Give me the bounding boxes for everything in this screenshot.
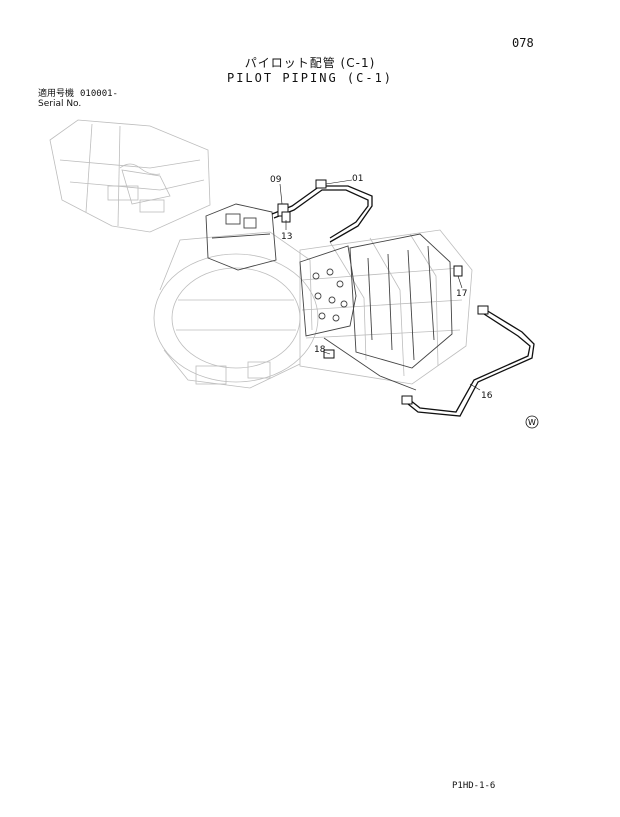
serial-value: 010001-: [80, 89, 118, 99]
circled-w-letter: W: [528, 418, 536, 427]
detailed-assembly: [205, 203, 453, 391]
fitting-16-end: [401, 395, 413, 405]
callout-01: 01: [352, 174, 363, 184]
serial-row-en: Serial No.: [38, 99, 118, 109]
serial-block: 適用号機 010001- Serial No.: [38, 89, 118, 109]
callout-16: 16: [481, 391, 493, 401]
footer-code: P1HD-1-6: [452, 781, 496, 791]
fitting-01: [315, 179, 327, 189]
leader-lines: [279, 179, 481, 391]
pilot-pipes: [271, 185, 535, 417]
serial-label-jp: 適用号機: [38, 89, 75, 99]
circled-w-mark: W: [525, 415, 539, 429]
fitting-16: [477, 305, 489, 315]
fitting-17: [453, 265, 463, 277]
title-japanese: パイロット配管 (C-1): [244, 56, 376, 70]
callout-17: 17: [456, 289, 467, 299]
serial-label-en: Serial No.: [38, 99, 82, 109]
page-number: 078: [512, 36, 534, 50]
callout-18: 18: [314, 345, 326, 355]
callout-labels: 09 01 13 17 18 16: [270, 174, 493, 401]
fitting-18: [323, 349, 335, 359]
faded-background-assembly: [49, 119, 473, 389]
serial-row-jp: 適用号機 010001-: [38, 89, 118, 99]
callout-13: 13: [281, 232, 292, 242]
callout-09: 09: [270, 175, 282, 185]
title-english: PILOT PIPING (C-1): [226, 71, 394, 85]
pipe-fittings: [277, 179, 489, 405]
